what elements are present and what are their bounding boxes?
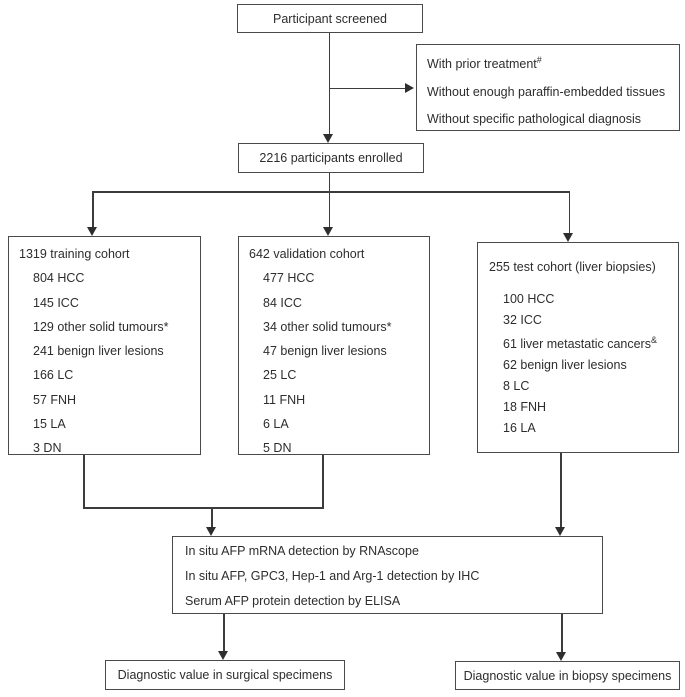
training-cohort-box: 1319 training cohort 804 HCC 145 ICC 129… (8, 236, 201, 455)
cohort-item: 477 HCC (263, 271, 315, 286)
cohort-item: 5 DN (263, 441, 292, 456)
method-item: In situ AFP, GPC3, Hep-1 and Arg-1 detec… (185, 569, 480, 583)
exclusion-item: Without enough paraffin-embedded tissues (427, 84, 666, 99)
cohort-item: 804 HCC (33, 271, 85, 286)
cohort-item: 129 other solid tumours* (33, 319, 169, 334)
connector-merge-line (83, 507, 324, 509)
validation-cohort-box: 642 validation cohort 477 HCC 84 ICC 34 … (238, 236, 430, 455)
hash-superscript: # (536, 55, 542, 65)
arrowhead-down-icon (87, 227, 97, 236)
cohort-item: 61 liver metastatic cancers& (503, 335, 657, 352)
cohort-item: 145 ICC (33, 295, 79, 310)
test-cohort-box: 255 test cohort (liver biopsies) 100 HCC… (477, 242, 679, 453)
cohort-item: 3 DN (33, 441, 62, 456)
cohort-item: 32 ICC (503, 312, 542, 327)
screened-label: Participant screened (273, 11, 387, 26)
exclusion-box: With prior treatment# Without enough par… (416, 44, 680, 131)
arrowhead-down-icon (554, 527, 565, 536)
cohort-item: 16 LA (503, 420, 536, 435)
connector-enrolled-splitter (328, 173, 330, 192)
cohort-item: 241 benign liver lesions (33, 344, 164, 359)
exclusion-item: Without specific pathological diagnosis (427, 112, 642, 127)
cohort-item: 100 HCC (503, 291, 555, 306)
arrowhead-down-icon (323, 134, 333, 143)
connector-to-validation (328, 191, 330, 227)
cohort-item: 8 LC (503, 379, 530, 394)
splitter-line (92, 191, 570, 193)
method-item: In situ AFP mRNA detection by RNAscope (185, 544, 419, 558)
connector-merge-to-methods (211, 508, 213, 527)
exclusion-item: With prior treatment# (427, 55, 542, 72)
ampersand-superscript: & (650, 335, 657, 346)
cohort-item: 47 benign liver lesions (263, 344, 387, 359)
cohort-item: 18 FNH (503, 399, 547, 414)
cohort-item: 166 LC (33, 368, 74, 383)
connector-training-down (83, 455, 85, 509)
cohort-item: 34 other solid tumours* (263, 319, 392, 334)
arrowhead-down-icon (323, 227, 333, 236)
cohort-item: 11 FNH (263, 392, 306, 407)
cohort-item: 57 FNH (33, 392, 77, 407)
arrowhead-right-icon (405, 82, 414, 93)
surgical-outcome-box: Diagnostic value in surgical specimens (105, 660, 345, 690)
arrowhead-down-icon (205, 527, 216, 536)
biopsy-outcome-label: Diagnostic value in biopsy specimens (463, 668, 672, 683)
connector-validation-down (322, 455, 324, 509)
connector-to-test (568, 191, 570, 233)
connector-to-training (92, 191, 94, 227)
biopsy-outcome-box: Diagnostic value in biopsy specimens (455, 661, 680, 690)
enrolled-box: 2216 participants enrolled (238, 143, 424, 173)
enrolled-label: 2216 participants enrolled (259, 151, 403, 165)
methods-box: In situ AFP mRNA detection by RNAscope I… (172, 536, 603, 614)
connector-methods-to-biopsy (561, 614, 563, 652)
cohort-item: 62 benign liver lesions (503, 358, 627, 373)
connector-screened-enrolled (328, 33, 330, 134)
arrowhead-down-icon (563, 233, 573, 242)
cohort-title: 255 test cohort (liver biopsies) (489, 260, 656, 274)
method-item: Serum AFP protein detection by ELISA (185, 594, 401, 608)
cohort-title: 642 validation cohort (249, 247, 365, 261)
arrowhead-down-icon (555, 652, 566, 661)
surgical-outcome-label: Diagnostic value in surgical specimens (117, 668, 333, 682)
cohort-item: 6 LA (263, 417, 289, 432)
connector-methods-to-surgical (223, 614, 225, 651)
cohort-title: 1319 training cohort (19, 247, 130, 261)
arrowhead-down-icon (217, 651, 228, 660)
cohort-item: 25 LC (263, 368, 297, 383)
cohort-item: 15 LA (33, 417, 66, 432)
cohort-item: 84 ICC (263, 295, 302, 310)
screened-box: Participant screened (237, 4, 423, 33)
connector-test-to-methods (560, 453, 562, 527)
connector-exclusion (329, 87, 405, 89)
